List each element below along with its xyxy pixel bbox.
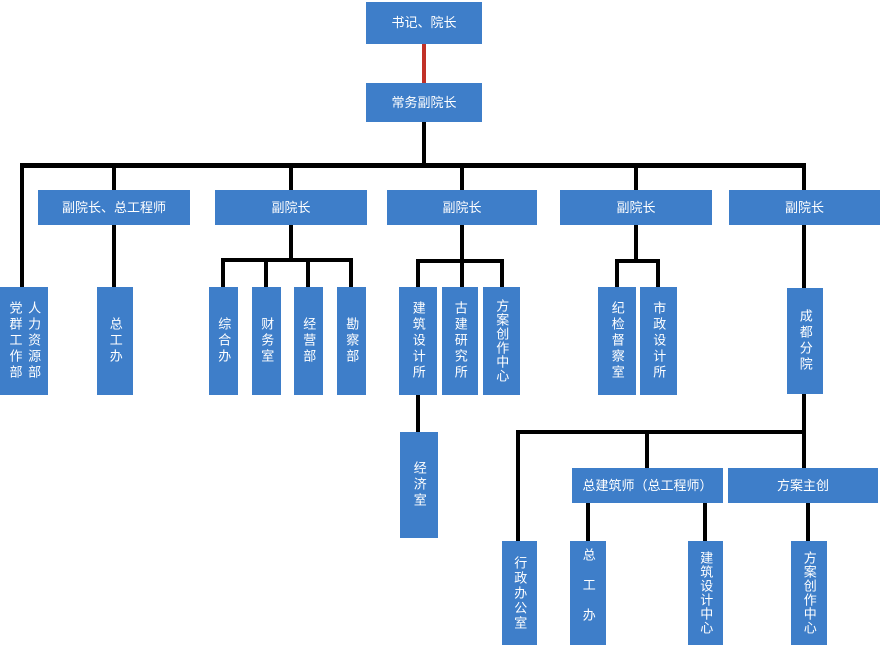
connector-line (20, 163, 806, 168)
connector-line (802, 394, 806, 430)
connector-line (264, 258, 268, 287)
connector-line (802, 168, 806, 190)
node-chief-engineer-office: 总工办 (97, 287, 133, 395)
connector-line (806, 503, 810, 541)
connector-line (422, 122, 426, 163)
node-municipal-design-institute: 市政设计所 (640, 287, 677, 395)
node-chief-architect: 总建筑师（总工程师） (572, 468, 723, 503)
node-party-mass-and-hr-dept: 党群工作部 人力资源部 (0, 287, 48, 395)
node-chengdu-branch: 成都分院 (787, 288, 823, 394)
connector-line (802, 225, 806, 288)
node-economy-office: 经济室 (400, 432, 438, 538)
connector-line (634, 168, 638, 190)
connector-line (112, 225, 116, 287)
connector-line (500, 259, 504, 287)
node-operations-dept: 经营部 (294, 287, 323, 395)
node-scheme-creation-center: 方案创作中心 (483, 287, 520, 395)
connector-line (516, 430, 520, 541)
connector-line (634, 225, 638, 259)
connector-line (802, 434, 806, 468)
node-secretary-dean: 书记、院长 (366, 2, 482, 44)
node-scheme-lead: 方案主创 (728, 468, 878, 503)
hr-dept-label: 人力资源部 (26, 301, 42, 381)
node-general-office: 综合办 (209, 287, 238, 395)
node-vice-dean-5: 副院长 (729, 190, 880, 225)
connector-line (289, 225, 293, 258)
connector-line (416, 259, 420, 287)
node-admin-office: 行政办公室 (502, 541, 537, 645)
connector-line (221, 258, 225, 287)
node-branch-chief-engineer-office: 总工办 (570, 541, 606, 645)
connector-line (20, 163, 24, 287)
node-ancient-building-research: 古建研究所 (442, 287, 478, 395)
connector-line (306, 258, 310, 287)
node-finance-office: 财务室 (252, 287, 281, 395)
node-survey-dept: 勘察部 (337, 287, 366, 395)
connector-line (656, 259, 660, 287)
party-mass-dept-label: 党群工作部 (7, 301, 23, 381)
connector-line (460, 225, 464, 259)
connector-line-red (422, 44, 426, 83)
node-vice-dean-4: 副院长 (560, 190, 712, 225)
connector-line (460, 168, 464, 190)
connector-line (516, 430, 806, 434)
connector-line (586, 503, 590, 541)
node-vice-dean-3: 副院长 (387, 190, 537, 225)
connector-line (221, 258, 353, 262)
connector-line (615, 259, 660, 263)
node-architecture-design-institute: 建筑设计所 (399, 287, 437, 395)
connector-line (703, 503, 707, 541)
node-executive-vice-dean: 常务副院长 (366, 83, 482, 122)
node-vice-dean-2: 副院长 (215, 190, 367, 225)
connector-line (349, 258, 353, 287)
node-vice-dean-chief-engineer: 副院长、总工程师 (38, 190, 190, 225)
node-architecture-design-center: 建筑设计中心 (688, 541, 723, 645)
connector-line (416, 395, 420, 432)
node-discipline-inspection-office: 纪检督察室 (598, 287, 636, 395)
connector-line (645, 434, 649, 468)
connector-line (289, 168, 293, 190)
connector-line (615, 259, 619, 287)
node-branch-scheme-creation-center: 方案创作中心 (791, 541, 827, 645)
connector-line (112, 168, 116, 190)
connector-line (460, 259, 464, 287)
